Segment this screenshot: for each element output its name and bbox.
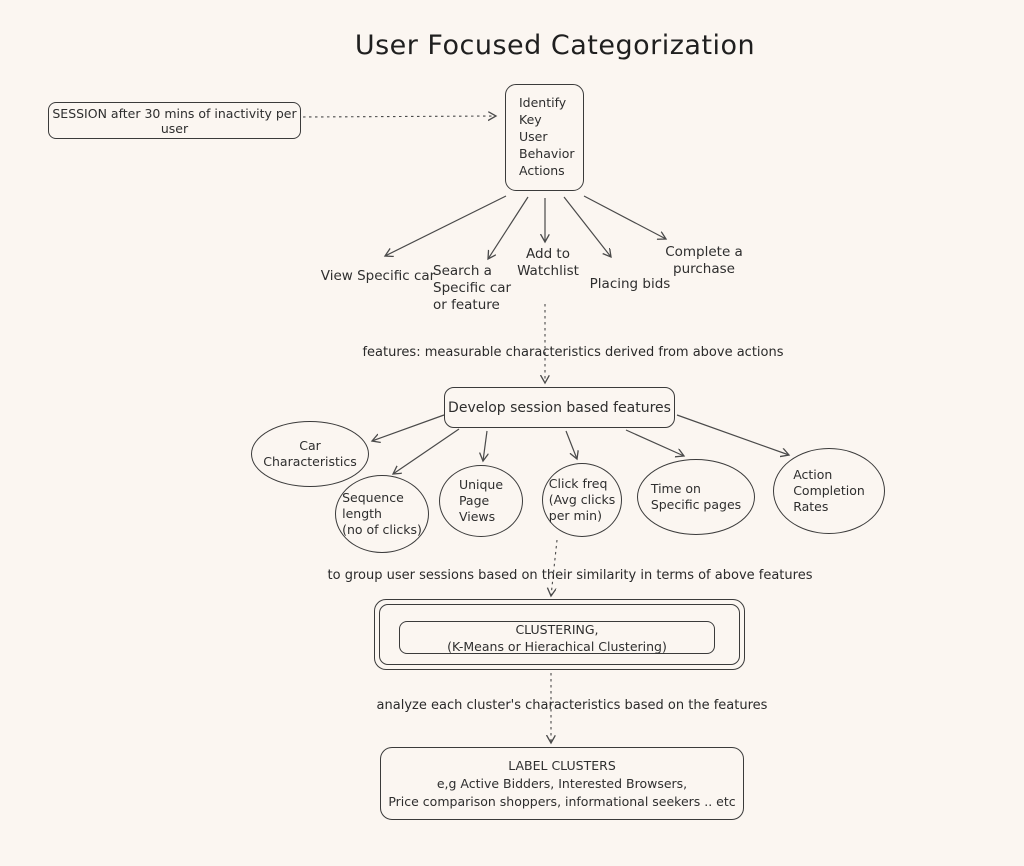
action-search-label: Search a Specific car or feature [433, 263, 512, 313]
ellipse-click-freq: Click freq (Avg clicks per min) [542, 463, 622, 537]
develop-features-box: Develop session based features [444, 387, 675, 428]
clustering-text: CLUSTERING, (K-Means or Hierachical Clus… [447, 621, 667, 654]
arrow-identify-to-search [488, 196, 529, 259]
arrow-develop-to-action [676, 414, 789, 455]
arrow-session-to-identify [302, 116, 496, 117]
action-completion-text: Action Completion Rates [793, 467, 865, 514]
arrow-develop-to-sequence [393, 428, 460, 474]
action-view-label: View Specific car [320, 268, 436, 284]
diagram-title: User Focused Categorization [354, 30, 756, 61]
arrow-develop-to-car [372, 414, 445, 441]
arrow-identify-to-purchase [583, 195, 666, 239]
session-note-box: SESSION after 30 mins of inactivity per … [48, 102, 301, 139]
clustering-box-outer: CLUSTERING, (K-Means or Hierachical Clus… [374, 599, 745, 670]
clustering-box-middle: CLUSTERING, (K-Means or Hierachical Clus… [379, 604, 740, 665]
session-note-text: SESSION after 30 mins of inactivity per … [52, 105, 297, 136]
arrow-identify-to-view [385, 195, 507, 256]
ellipse-sequence-length: Sequence length (no of clicks) [335, 475, 429, 553]
sequence-length-text: Sequence length (no of clicks) [342, 490, 422, 537]
label-clusters-box: LABEL CLUSTERS e,g Active Bidders, Inter… [380, 747, 744, 820]
identify-box: Identify Key User Behavior Actions [505, 84, 584, 191]
label-clusters-text: LABEL CLUSTERS e,g Active Bidders, Inter… [388, 757, 736, 809]
identify-text: Identify Key User Behavior Actions [519, 95, 575, 178]
arrow-identify-to-bids [563, 196, 611, 257]
action-watchlist-label: Add to Watchlist [517, 246, 579, 279]
clustering-box-inner: CLUSTERING, (K-Means or Hierachical Clus… [399, 621, 715, 654]
action-bids-label: Placing bids [589, 276, 671, 292]
click-freq-text: Click freq (Avg clicks per min) [548, 476, 616, 523]
features-note: features: measurable characteristics der… [362, 345, 784, 360]
arrow-develop-to-unique [483, 430, 487, 461]
ellipse-time-on-pages: Time on Specific pages [637, 459, 755, 535]
action-purchase-label: Complete a purchase [665, 244, 743, 277]
time-on-pages-text: Time on Specific pages [650, 481, 742, 512]
unique-page-views-text: Unique Page Views [458, 477, 504, 524]
arrow-develop-to-clickfreq [565, 430, 577, 459]
ellipse-unique-page-views: Unique Page Views [439, 465, 523, 537]
ellipse-action-completion: Action Completion Rates [773, 448, 885, 534]
analyze-note: analyze each cluster's characteristics b… [376, 698, 768, 713]
arrow-develop-to-time [625, 429, 684, 456]
car-characteristics-text: Car Characteristics [263, 438, 357, 469]
ellipse-car-characteristics: Car Characteristics [251, 421, 369, 487]
grouping-note: to group user sessions based on their si… [327, 568, 813, 583]
develop-features-text: Develop session based features [448, 399, 671, 416]
